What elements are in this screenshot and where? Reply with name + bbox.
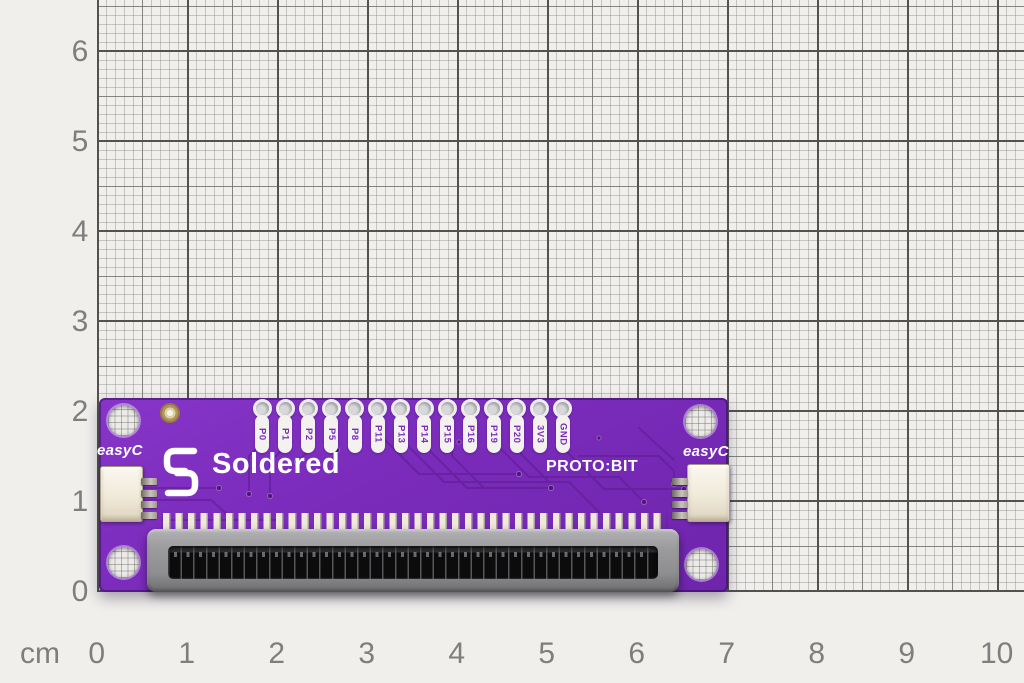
ruler-number-left: 2 xyxy=(71,395,89,428)
ruler-number-bottom: 3 xyxy=(358,637,376,670)
ruler-number-left: 1 xyxy=(71,485,89,518)
ruler-number-bottom: 1 xyxy=(178,637,196,670)
pin-label: GND xyxy=(555,415,570,453)
ruler-number-left: 3 xyxy=(71,305,89,338)
ruler-unit-label: cm xyxy=(20,637,60,670)
connector-pin xyxy=(141,490,157,497)
pin-label: 3V3 xyxy=(532,415,547,453)
mounting-hole-icon xyxy=(686,549,717,580)
easyc-label-right: easyC xyxy=(683,443,729,460)
ruler-number-left: 4 xyxy=(71,215,89,248)
connector-pin xyxy=(672,478,688,485)
soldered-logo-icon xyxy=(163,447,199,497)
ruler-number-bottom: 5 xyxy=(538,637,556,670)
ruler-number-bottom: 7 xyxy=(718,637,736,670)
connector-pin xyxy=(141,512,157,519)
ruler-number-bottom: 10 xyxy=(980,637,1014,670)
ruler-number-bottom: 0 xyxy=(88,637,106,670)
edge-connector-slot xyxy=(168,546,658,579)
gold-fiducial-icon xyxy=(160,403,180,423)
mounting-hole-icon xyxy=(108,547,139,578)
pin-label: P1 xyxy=(278,415,293,453)
connector-pin xyxy=(141,501,157,508)
connector-pin xyxy=(141,478,157,485)
pin-label: P15 xyxy=(440,415,455,453)
connector-pin xyxy=(672,501,688,508)
ruler-number-bottom: 8 xyxy=(808,637,826,670)
easyc-connector-right xyxy=(687,464,730,522)
microbit-edge-connector xyxy=(147,529,679,592)
ruler-number-bottom: 9 xyxy=(898,637,916,670)
pin-label: P20 xyxy=(509,415,524,453)
ruler-number-bottom: 6 xyxy=(628,637,646,670)
connector-pin xyxy=(672,512,688,519)
edge-connector-leads xyxy=(163,513,666,530)
mounting-hole-icon xyxy=(685,406,716,437)
product-label: PROTO:BIT xyxy=(546,458,639,475)
ruler-number-bottom: 2 xyxy=(268,637,286,670)
ruler-number-left: 0 xyxy=(71,575,89,608)
ruler-number-bottom: 4 xyxy=(448,637,466,670)
mounting-hole-icon xyxy=(108,405,139,436)
easyc-connector-left xyxy=(100,466,143,522)
pin-label: P0 xyxy=(255,415,269,453)
ruler-number-left: 5 xyxy=(71,125,89,158)
pin-label: P19 xyxy=(486,415,501,453)
pin-label: P8 xyxy=(347,415,362,453)
brand-text: Soldered xyxy=(212,448,341,480)
easyc-label-left: easyC xyxy=(97,442,143,459)
pin-label: P16 xyxy=(463,415,478,453)
pin-label: P11 xyxy=(370,415,385,453)
pin-label: P13 xyxy=(393,415,408,453)
pin-label: P14 xyxy=(417,415,432,453)
pin-label: P2 xyxy=(301,415,316,453)
ruler-number-left: 6 xyxy=(71,35,89,68)
connector-pin xyxy=(672,490,688,497)
pin-label: P5 xyxy=(324,415,339,453)
